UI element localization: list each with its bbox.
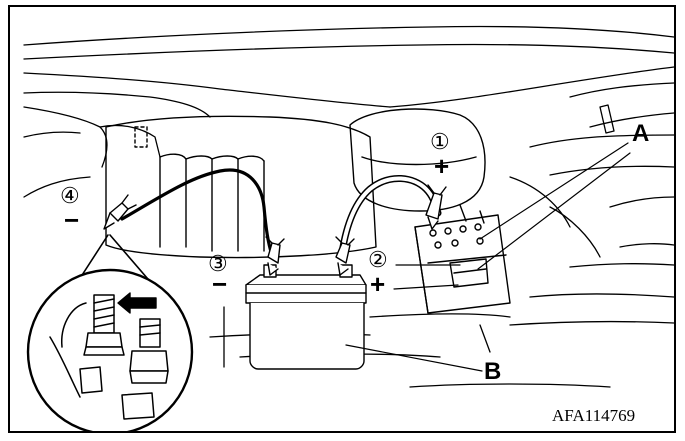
figure-code: AFA114769 [552, 406, 635, 425]
step-1-polarity: + [434, 151, 449, 181]
figure-frame: A B ① + ② + ③ − ④ − AFA114769 [8, 5, 676, 433]
step-4-polarity: − [64, 205, 79, 235]
step-3-polarity: − [212, 269, 227, 299]
callout-b-label: B [484, 358, 501, 385]
booster-battery [246, 265, 366, 369]
step-2-polarity: + [370, 269, 385, 299]
callout-a-label: A [632, 120, 649, 147]
jumper-cable-negative [122, 170, 272, 255]
jump-start-illustration: A B ① + ② + ③ − ④ − AFA114769 [10, 7, 676, 433]
engine-block [106, 116, 376, 257]
inset-magnifier [28, 235, 192, 433]
reservoir [350, 109, 485, 211]
